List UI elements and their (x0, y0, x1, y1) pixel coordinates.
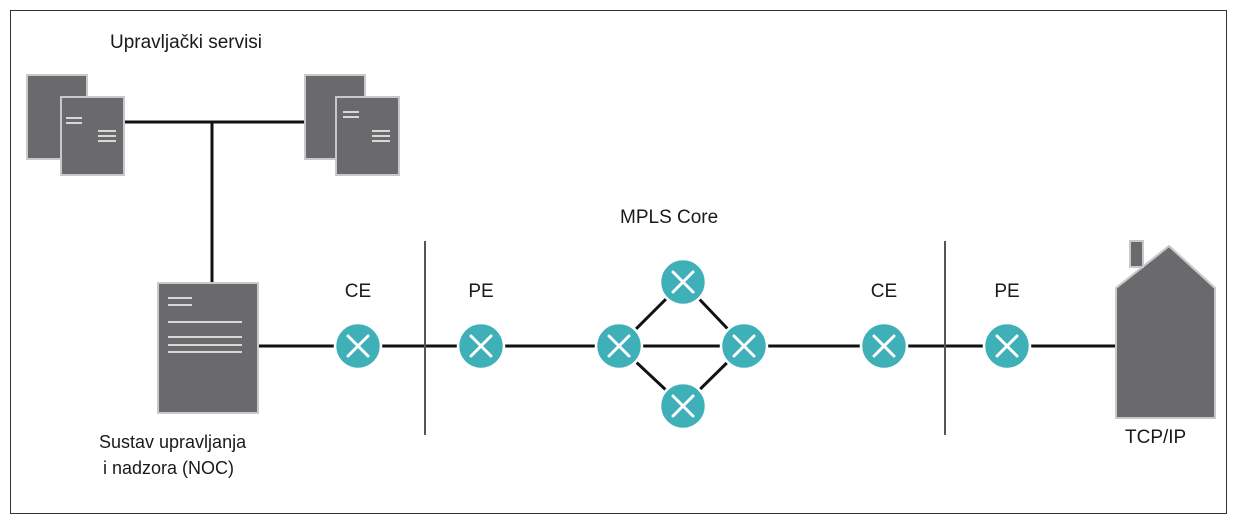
router-x-icon (594, 321, 644, 371)
noc-server (157, 282, 259, 414)
router-x-icon (658, 257, 708, 307)
label-mpls-core: MPLS Core (620, 207, 718, 228)
customer-site (1115, 240, 1216, 419)
router-pe-right (982, 321, 1032, 371)
label-ce-right: CE (871, 281, 897, 302)
label-tcpip: TCP/IP (1125, 427, 1186, 448)
router-x-icon (333, 321, 383, 371)
server-icon (157, 282, 259, 414)
router-ce-right (859, 321, 909, 371)
router-ce-left (333, 321, 383, 371)
router-core-bottom (658, 381, 708, 431)
label-ce-left: CE (345, 281, 371, 302)
router-x-icon (456, 321, 506, 371)
label-pe-left: PE (468, 281, 493, 302)
router-x-icon (658, 381, 708, 431)
server-icon (304, 74, 400, 176)
label-noc-line2: i nadzora (NOC) (103, 458, 234, 478)
router-pe-left (456, 321, 506, 371)
server-icon (26, 74, 125, 176)
router-x-icon (719, 321, 769, 371)
router-core-left (594, 321, 644, 371)
router-x-icon (982, 321, 1032, 371)
router-x-icon (859, 321, 909, 371)
router-core-top (658, 257, 708, 307)
management-server-b (304, 74, 400, 176)
management-server-a (26, 74, 125, 176)
router-core-right (719, 321, 769, 371)
diagram-frame (10, 10, 1227, 514)
label-management-services: Upravljački servisi (110, 32, 262, 53)
house-icon (1115, 240, 1216, 419)
label-noc-line1: Sustav upravljanja (99, 432, 247, 452)
label-pe-right: PE (994, 281, 1019, 302)
routers (333, 257, 1032, 431)
